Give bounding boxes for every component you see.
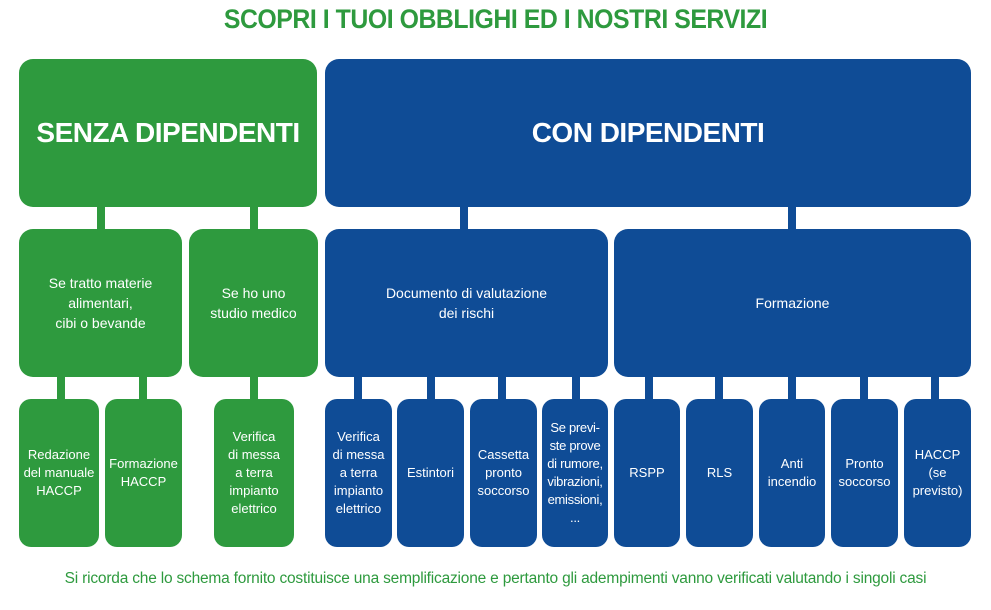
con-dipendenti-box: CON DIPENDENTI [325, 59, 971, 207]
connector [860, 372, 868, 404]
connector [250, 372, 258, 404]
connector [645, 372, 653, 404]
documento-valutazione-rischi-box: Documento di valutazione dei rischi [325, 229, 608, 377]
redazione-manuale-haccp-box: Redazione del manuale HACCP [19, 399, 99, 547]
connector [788, 205, 796, 235]
haccp-se-previsto-box: HACCP (se previsto) [904, 399, 971, 547]
cassetta-pronto-soccorso-box: Cassetta pronto soccorso [470, 399, 537, 547]
diagram-title: SCOPRI I TUOI OBBLIGHI ED I NOSTRI SERVI… [223, 4, 768, 34]
estintori-box: Estintori [397, 399, 464, 547]
connector [715, 372, 723, 404]
connector [250, 205, 258, 235]
footer-note: Si ricorda che lo schema fornito costitu… [64, 570, 927, 587]
connector [931, 372, 939, 404]
connector [97, 205, 105, 235]
connector [498, 372, 506, 404]
anti-incendio-box: Anti incendio [759, 399, 825, 547]
pronto-soccorso-box: Pronto soccorso [831, 399, 898, 547]
prove-rumore-box: Se previ- ste prove di rumore, vibrazion… [542, 399, 608, 547]
rls-box: RLS [686, 399, 753, 547]
materie-alimentari-box: Se tratto materie alimentari, cibi o bev… [19, 229, 182, 377]
connector [572, 372, 580, 404]
verifica-messa-terra-box: Verifica di messa a terra impianto elett… [214, 399, 294, 547]
connector [139, 372, 147, 404]
formazione-box: Formazione [614, 229, 971, 377]
senza-dipendenti-box: SENZA DIPENDENTI [19, 59, 317, 207]
connector [427, 372, 435, 404]
verifica-messa-terra-box: Verifica di messa a terra impianto elett… [325, 399, 392, 547]
studio-medico-box: Se ho uno studio medico [189, 229, 318, 377]
connector [460, 205, 468, 235]
connector [57, 372, 65, 404]
connector [354, 372, 362, 404]
rspp-box: RSPP [614, 399, 680, 547]
connector [788, 372, 796, 404]
formazione-haccp-box: Formazione HACCP [105, 399, 182, 547]
